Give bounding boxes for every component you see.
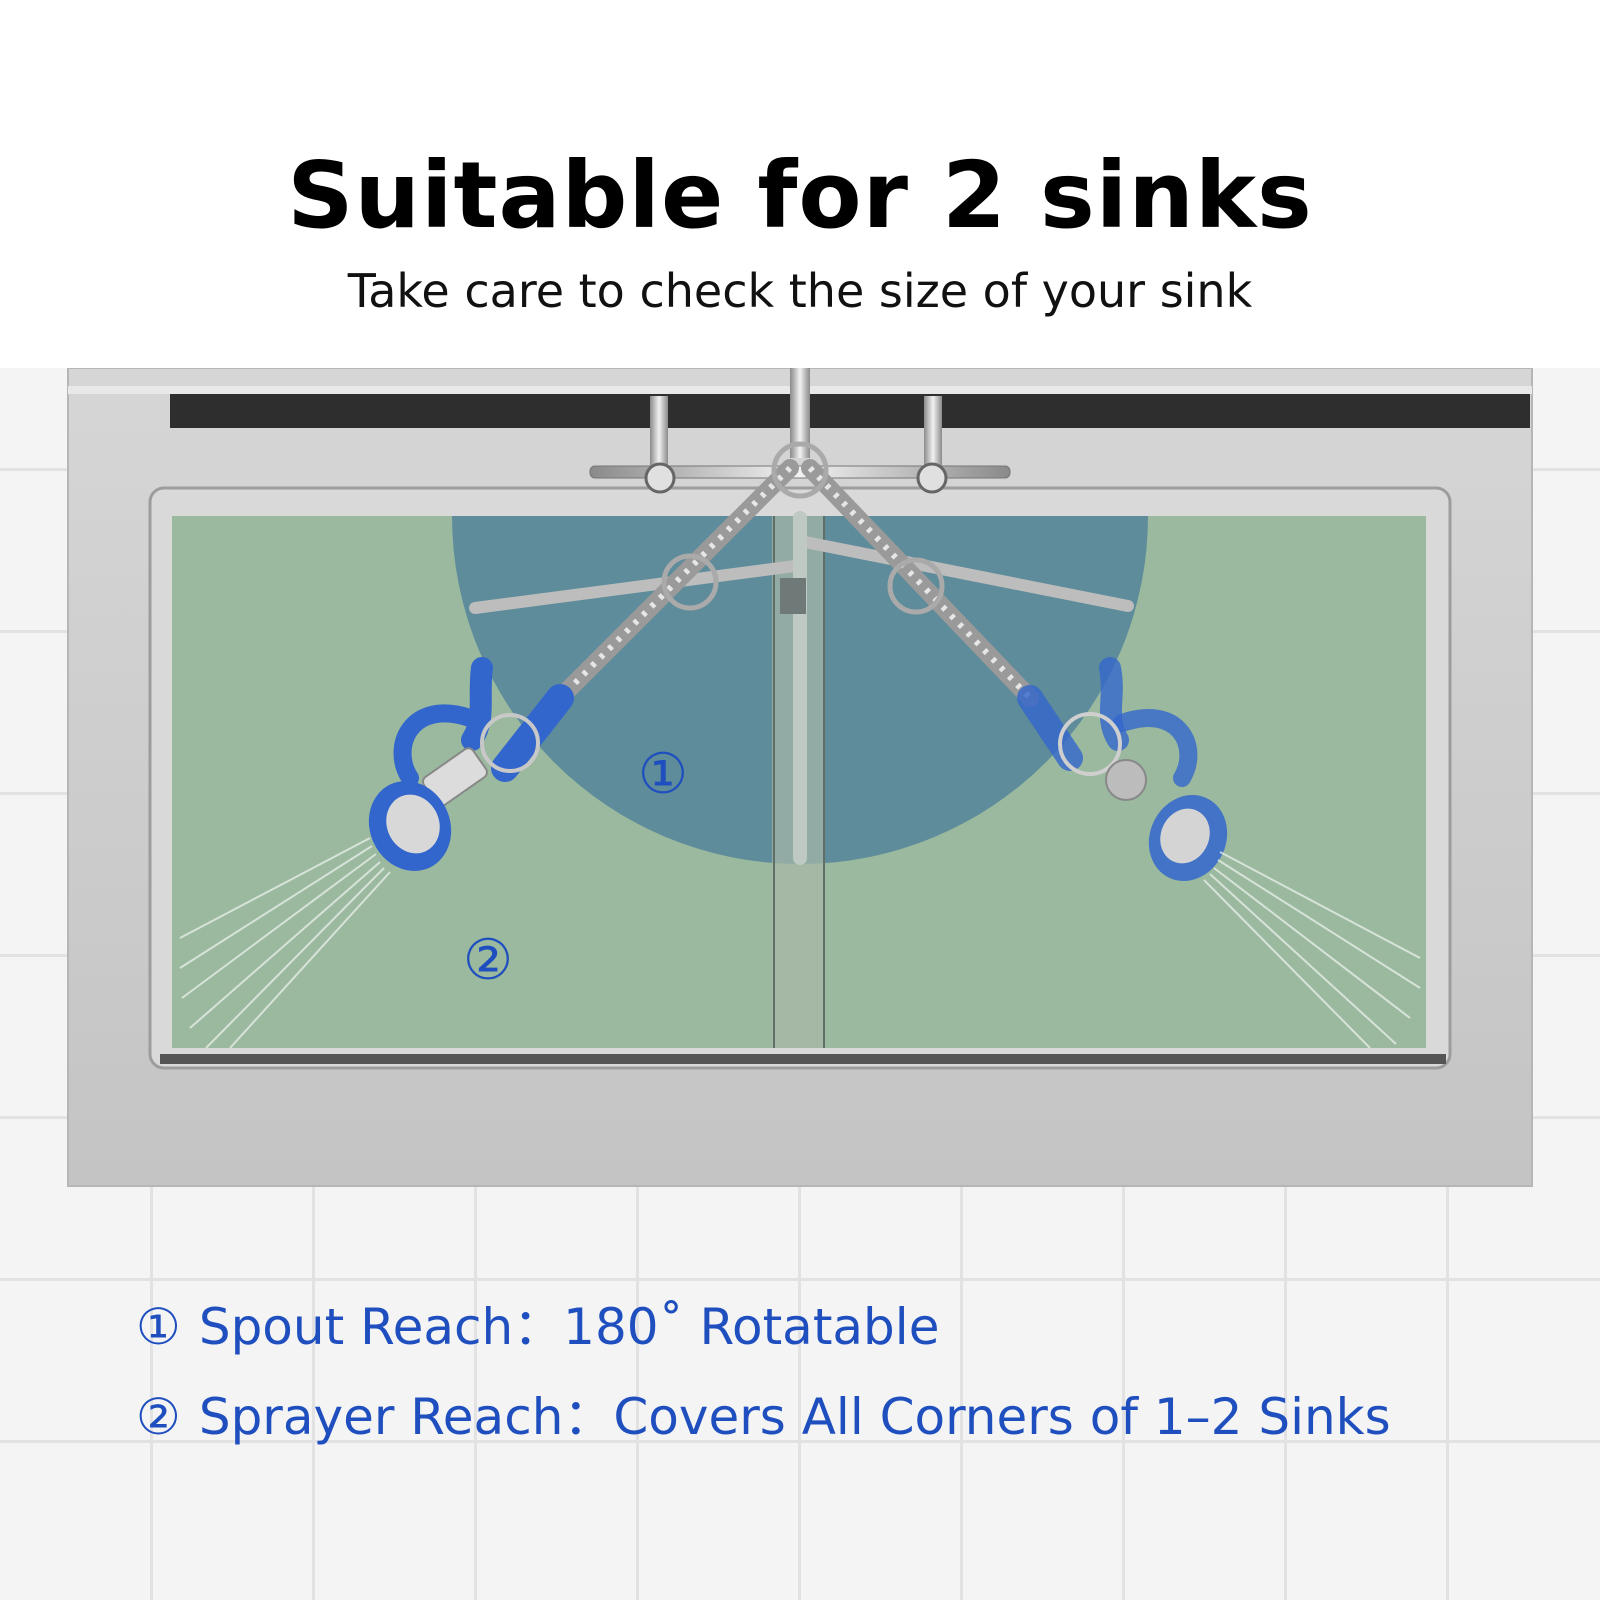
header: Suitable for 2 sinks Take care to check …: [0, 0, 1600, 368]
sink-backsplash-shadow: [170, 390, 1530, 428]
zone-marker-spout: ①: [638, 742, 688, 807]
sprayer-right: [1017, 657, 1228, 881]
page-title: Suitable for 2 sinks: [287, 142, 1313, 249]
sprayer-left: [368, 657, 574, 871]
spout-left-arm: [469, 560, 801, 614]
legend-marker: ①: [136, 1298, 181, 1356]
spray-right: [1203, 851, 1421, 1048]
faucet-crossbar: [589, 465, 1011, 479]
legend-text: Spout Reach：180˚ Rotatable: [198, 1298, 940, 1356]
spring-hoses: [551, 441, 1039, 707]
sink-front-shadow: [160, 1054, 1446, 1064]
spout-right-arm: [799, 536, 1134, 612]
legend-text: Sprayer Reach：Covers All Corners of 1–2 …: [198, 1388, 1391, 1446]
page-subtitle: Take care to check the size of your sink: [347, 264, 1253, 318]
zone-marker-sprayer: ②: [463, 928, 513, 993]
legend-marker: ②: [136, 1388, 181, 1446]
sink-diagram: ① ②: [67, 368, 1533, 1187]
spray-left: [179, 837, 391, 1048]
faucet-assembly: [469, 368, 1134, 865]
